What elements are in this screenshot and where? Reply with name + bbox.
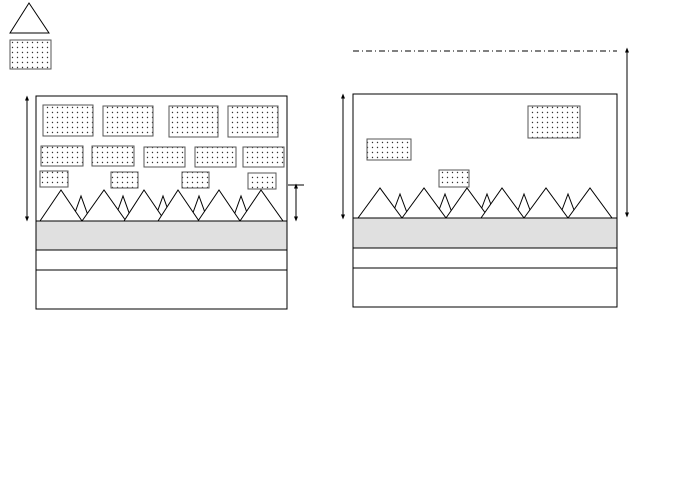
left-triangle-layer [39,189,284,222]
particle [366,138,412,161]
left-particles [39,104,285,190]
particle [102,105,154,137]
right-particles [366,105,581,188]
right-triangle-layer [357,187,613,219]
particle [91,145,135,167]
particle [143,146,186,168]
right-panel [341,47,629,308]
particle [242,146,285,168]
particle [168,105,219,138]
left-panel [25,95,304,310]
particle [247,172,277,190]
legend-triangle-icon [9,2,50,34]
particle [39,170,69,188]
particle [527,105,581,139]
particle [110,171,139,189]
right-gray-band [352,217,618,249]
particle [181,171,210,189]
particle [438,169,470,188]
particle [40,145,84,167]
legend-dotted-rectangle-icon [9,39,52,70]
particle [194,146,237,168]
particle [227,105,279,138]
legend [9,2,52,70]
left-gray-band [35,220,288,251]
particle [42,104,94,137]
